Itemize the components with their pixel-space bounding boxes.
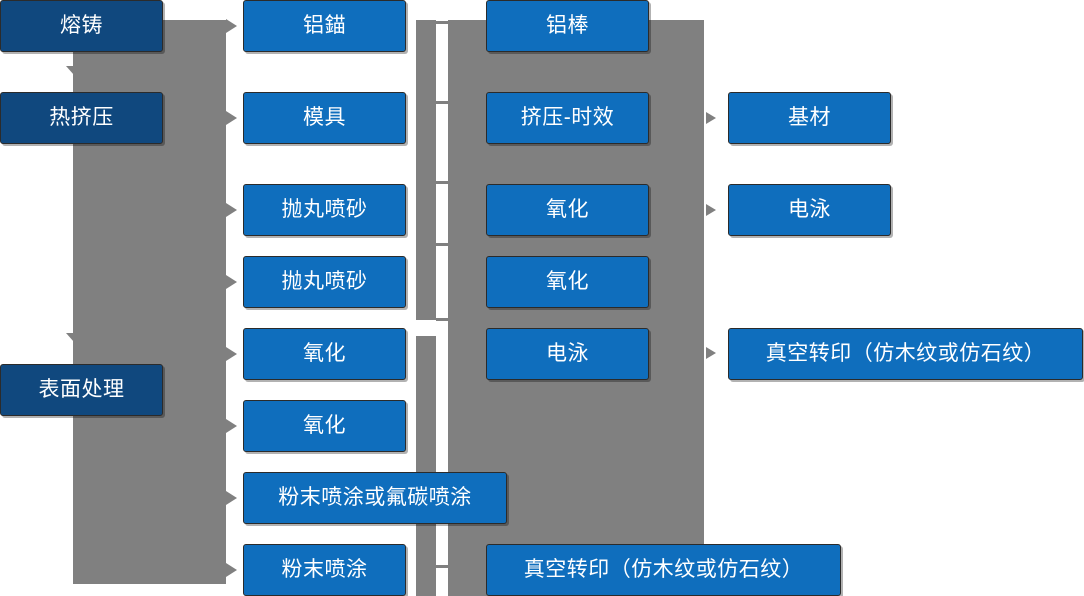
- connector-mid-rail-lower: [416, 336, 436, 596]
- node-p1-7-label: 粉末喷涂或氟碳喷涂: [278, 486, 472, 510]
- rail-tick-1: [436, 21, 450, 24]
- arrow-to-p1-4: [226, 275, 237, 289]
- node-p2-4[interactable]: 氧化: [486, 256, 649, 308]
- node-stage-3[interactable]: 表面处理: [0, 364, 163, 416]
- arrow-to-p1-2: [226, 111, 237, 125]
- node-p2-1-label: 铝棒: [546, 14, 589, 38]
- node-p2-6[interactable]: 真空转印（仿木纹或仿石纹）: [486, 544, 841, 596]
- node-stage-1-label: 熔铸: [60, 14, 103, 38]
- arrow-to-p1-5: [226, 347, 237, 361]
- arrow-to-p1-6: [226, 419, 237, 433]
- node-p1-2-label: 模具: [303, 106, 346, 130]
- node-stage-1[interactable]: 熔铸: [0, 0, 163, 52]
- node-p1-3-label: 抛丸喷砂: [281, 198, 368, 222]
- arrow-to-p1-1: [226, 19, 237, 33]
- node-o-2-label: 电泳: [788, 198, 831, 222]
- node-p2-6-label: 真空转印（仿木纹或仿石纹）: [523, 558, 804, 582]
- node-stage-2[interactable]: 热挤压: [0, 92, 163, 144]
- connector-stub-stage3: [162, 389, 192, 392]
- arrow-to-o-1: [706, 112, 716, 124]
- node-p2-4-label: 氧化: [546, 270, 589, 294]
- rail-tick-3: [436, 181, 450, 184]
- arrow-to-p1-3: [226, 203, 237, 217]
- node-stage-3-label: 表面处理: [38, 378, 125, 402]
- arrow-to-o-2: [706, 204, 716, 216]
- node-p2-3-label: 氧化: [546, 198, 589, 222]
- node-p2-2-label: 挤压-时效: [520, 106, 615, 130]
- rail-tick-5: [436, 318, 450, 321]
- rail-tick-4: [436, 243, 450, 246]
- node-o-1-label: 基材: [788, 106, 831, 130]
- arrow-to-p1-8: [226, 563, 237, 577]
- node-p1-1[interactable]: 铝錨: [243, 0, 406, 52]
- arrow-to-p1-7: [226, 491, 237, 505]
- node-p1-5-label: 氧化: [303, 342, 346, 366]
- node-p2-2[interactable]: 挤压-时效: [486, 92, 649, 144]
- node-stage-2-label: 热挤压: [49, 106, 114, 130]
- connector-mid-rail: [416, 20, 436, 320]
- node-p1-8[interactable]: 粉末喷涂: [243, 544, 406, 596]
- node-p1-6-label: 氧化: [303, 414, 346, 438]
- node-p1-5[interactable]: 氧化: [243, 328, 406, 380]
- connector-down-arrow-stage1: [66, 66, 82, 75]
- rail-tick-2: [436, 101, 450, 104]
- node-p2-5[interactable]: 电泳: [486, 328, 649, 380]
- node-p1-8-label: 粉末喷涂: [281, 558, 368, 582]
- node-p1-2[interactable]: 模具: [243, 92, 406, 144]
- node-o-1[interactable]: 基材: [728, 92, 891, 144]
- node-p1-4[interactable]: 抛丸喷砂: [243, 256, 406, 308]
- arrow-to-o-3: [706, 347, 716, 359]
- node-p1-3[interactable]: 抛丸喷砂: [243, 184, 406, 236]
- node-p1-1-label: 铝錨: [303, 14, 346, 38]
- node-o-3-label: 真空转印（仿木纹或仿石纹）: [765, 342, 1046, 366]
- connector-down-arrow-stage3: [66, 333, 82, 342]
- node-p2-1[interactable]: 铝棒: [486, 0, 649, 52]
- node-p1-6[interactable]: 氧化: [243, 400, 406, 452]
- node-p1-7[interactable]: 粉末喷涂或氟碳喷涂: [243, 472, 507, 524]
- node-o-3[interactable]: 真空转印（仿木纹或仿石纹）: [728, 328, 1083, 380]
- node-p1-4-label: 抛丸喷砂: [281, 270, 368, 294]
- node-o-2[interactable]: 电泳: [728, 184, 891, 236]
- node-p2-5-label: 电泳: [546, 342, 589, 366]
- rail-tick-6: [436, 565, 450, 568]
- node-p2-3[interactable]: 氧化: [486, 184, 649, 236]
